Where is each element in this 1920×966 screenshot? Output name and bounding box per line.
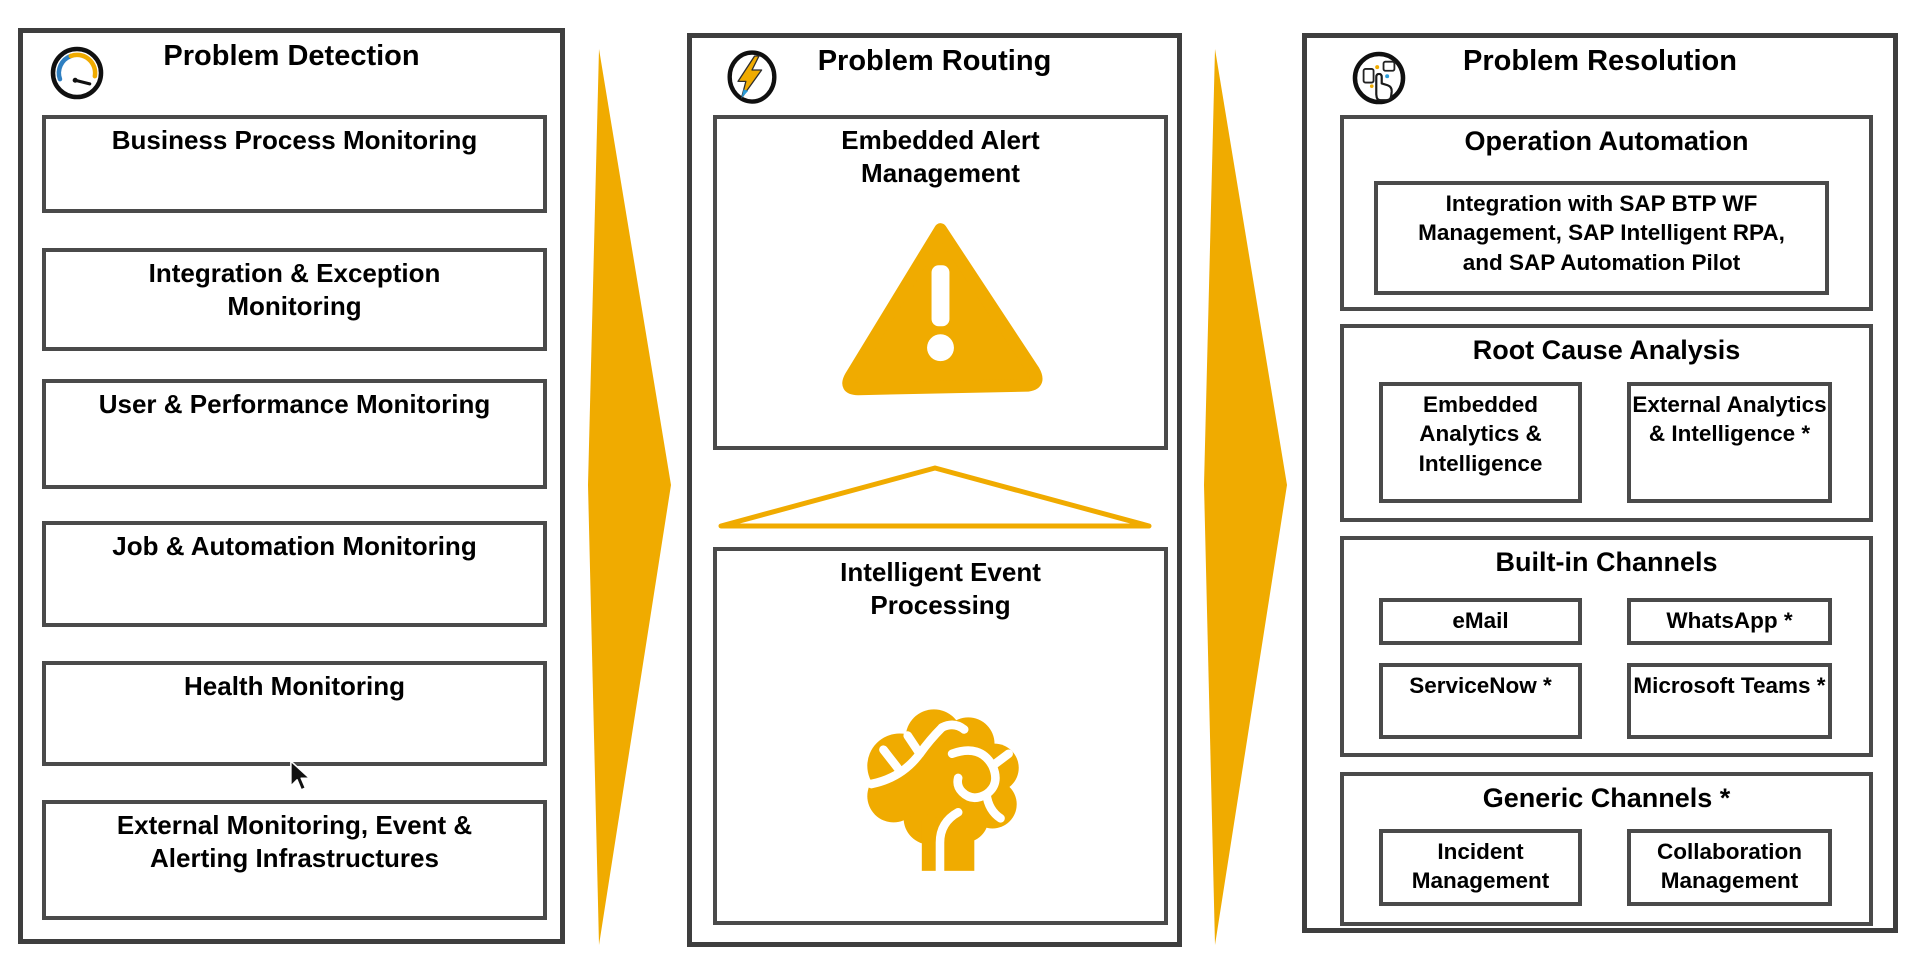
item-label: Integration with SAP BTP WF Management, …: [1418, 191, 1785, 275]
column-title: Problem Resolution: [1463, 45, 1737, 77]
mouse-cursor-icon: [288, 760, 311, 793]
item-label: Microsoft Teams *: [1633, 673, 1826, 698]
hand-network-icon: [1350, 49, 1408, 107]
alert-triangle-icon: [717, 215, 1164, 398]
box-label: Intelligent Event Processing: [840, 557, 1041, 620]
section-title: Operation Automation: [1464, 126, 1749, 156]
monitoring-box: Health Monitoring: [42, 661, 547, 766]
monitoring-box: External Monitoring, Event & Alerting In…: [42, 800, 547, 920]
box-label: External Monitoring, Event & Alerting In…: [116, 810, 473, 873]
item-label: eMail: [1452, 608, 1509, 633]
funnel-icon: [692, 463, 1177, 533]
resolution-item: Embedded Analytics & Intelligence: [1379, 382, 1582, 503]
box-label: Business Process Monitoring: [111, 125, 478, 155]
resolution-item: External Analytics & Intelligence *: [1627, 382, 1832, 503]
box-label: User & Performance Monitoring: [98, 389, 491, 419]
box-label: Embedded Alert Management: [841, 125, 1040, 188]
column-title: Problem Routing: [817, 45, 1052, 77]
routing-box-alert: Embedded Alert Management: [713, 115, 1168, 450]
section-title: Generic Channels *: [1482, 783, 1731, 813]
monitoring-box: Business Process Monitoring: [42, 115, 547, 213]
section-operation-automation: Operation Automation Integration with SA…: [1340, 115, 1873, 311]
column-problem-detection: Problem Detection Business Process Monit…: [18, 28, 565, 944]
column-problem-resolution: Problem Resolution Operation Automation …: [1302, 33, 1898, 933]
box-label: Health Monitoring: [184, 671, 405, 701]
routing-box-event: Intelligent Event Processing: [713, 547, 1168, 925]
column-title: Problem Detection: [163, 40, 420, 72]
item-label: Collaboration Management: [1657, 839, 1802, 894]
section-root-cause-analysis: Root Cause Analysis Embedded Analytics &…: [1340, 324, 1873, 522]
item-label: WhatsApp *: [1666, 608, 1793, 633]
monitoring-box: Integration & Exception Monitoring: [42, 248, 547, 351]
channel-item: Incident Management: [1379, 829, 1582, 906]
lightning-icon: [724, 46, 780, 108]
item-label: Embedded Analytics & Intelligence: [1418, 392, 1543, 476]
flow-arrow-icon: [580, 45, 680, 953]
item-label: External Analytics & Intelligence *: [1632, 392, 1827, 447]
section-title: Built-in Channels: [1495, 547, 1718, 577]
item-label: ServiceNow *: [1409, 673, 1552, 698]
item-label: Incident Management: [1411, 839, 1550, 894]
box-label: Job & Automation Monitoring: [112, 531, 477, 561]
monitoring-box: Job & Automation Monitoring: [42, 521, 547, 627]
channel-item: Collaboration Management: [1627, 829, 1832, 906]
gauge-icon: [48, 44, 106, 102]
section-generic-channels: Generic Channels * Incident Management C…: [1340, 772, 1873, 926]
flow-arrow-icon: [1196, 45, 1296, 953]
channel-item: eMail: [1379, 598, 1582, 645]
brain-icon: [717, 691, 1164, 873]
section-title: Root Cause Analysis: [1472, 335, 1741, 365]
channel-item: Microsoft Teams *: [1627, 663, 1832, 739]
channel-item: WhatsApp *: [1627, 598, 1832, 645]
resolution-item: Integration with SAP BTP WF Management, …: [1374, 181, 1829, 295]
channel-item: ServiceNow *: [1379, 663, 1582, 739]
column-problem-routing: Problem Routing Embedded Alert Managemen…: [687, 33, 1182, 947]
section-built-in-channels: Built-in Channels eMail WhatsApp * Servi…: [1340, 536, 1873, 757]
box-label: Integration & Exception Monitoring: [148, 258, 441, 321]
monitoring-box: User & Performance Monitoring: [42, 379, 547, 489]
